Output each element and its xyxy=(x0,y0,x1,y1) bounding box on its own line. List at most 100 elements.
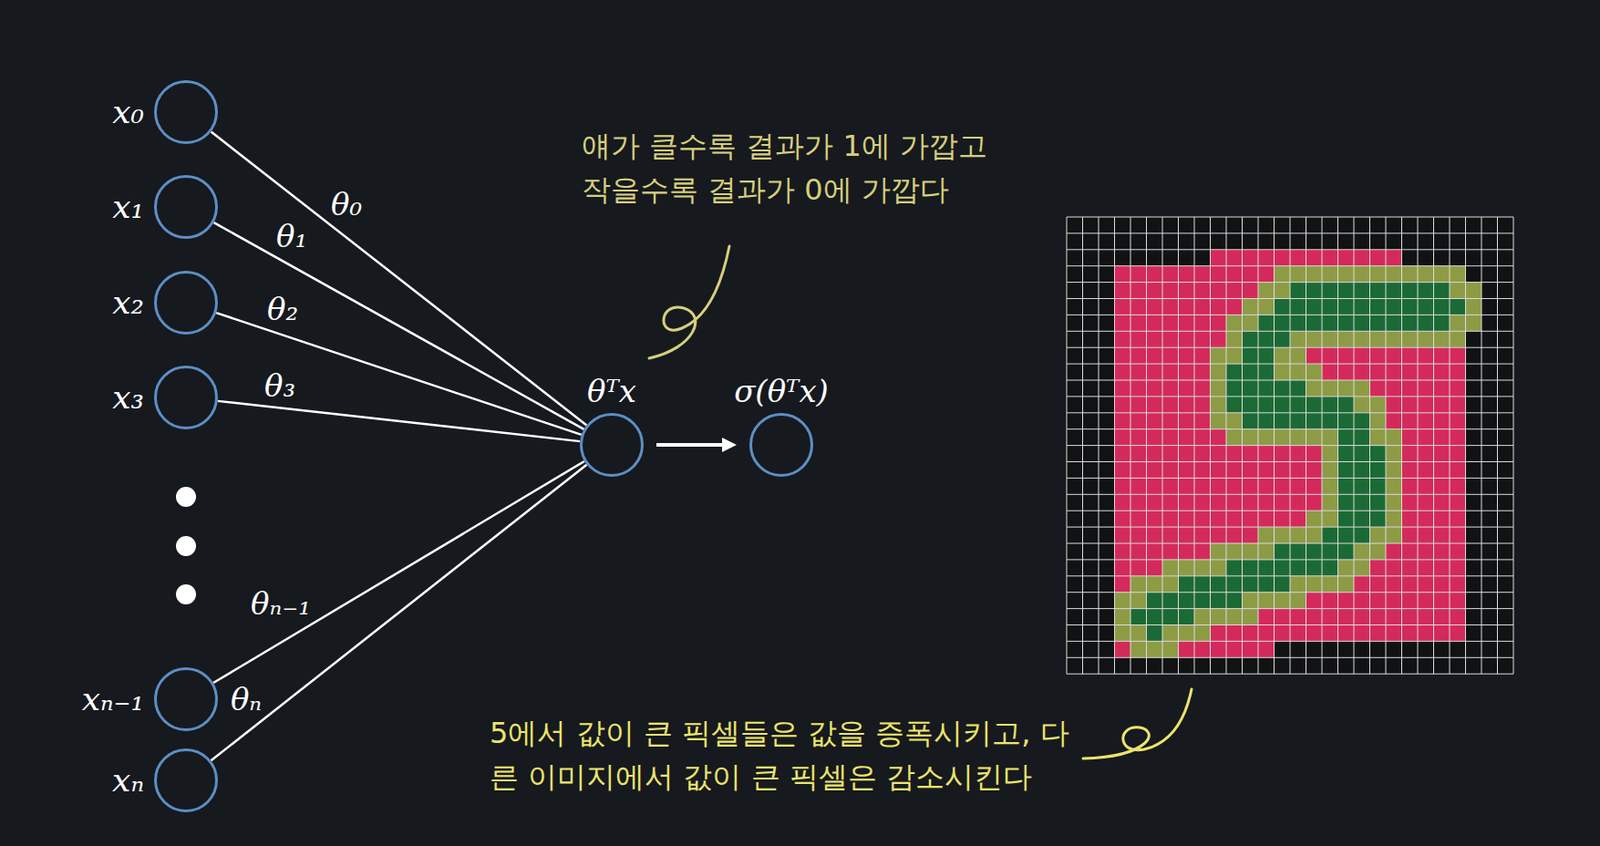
pixel xyxy=(1083,314,1100,331)
pixel xyxy=(1114,510,1132,527)
pixel xyxy=(1370,559,1387,577)
pixel xyxy=(1178,592,1196,610)
grid-line xyxy=(1417,216,1419,674)
pixel xyxy=(1066,380,1084,397)
pixel xyxy=(1210,314,1228,331)
pixel xyxy=(1290,396,1307,413)
pixel xyxy=(1242,233,1260,250)
pixel xyxy=(1210,347,1228,364)
pixel xyxy=(1066,462,1084,479)
pixel xyxy=(1066,396,1084,413)
pixel xyxy=(1194,299,1211,316)
pixel xyxy=(1434,233,1451,250)
pixel xyxy=(1290,282,1307,300)
pixel xyxy=(1083,299,1100,316)
pixel xyxy=(1306,657,1323,674)
pixel xyxy=(1083,445,1100,463)
pixel xyxy=(1434,625,1451,642)
pixel xyxy=(1385,625,1403,642)
pixel xyxy=(1434,592,1451,610)
pixel xyxy=(1210,559,1228,577)
pixel xyxy=(1226,396,1243,413)
pixel xyxy=(1226,412,1243,430)
pixel xyxy=(1098,233,1115,250)
output-neuron: σ(θᵀx) xyxy=(749,412,814,477)
pixel xyxy=(1370,625,1387,642)
leader-loop xyxy=(649,246,730,359)
pixel xyxy=(1402,609,1419,626)
pixel xyxy=(1226,216,1243,234)
pixel xyxy=(1481,299,1498,316)
pixel xyxy=(1402,314,1419,331)
pixel xyxy=(1162,249,1179,267)
pixel xyxy=(1402,233,1419,250)
pixel xyxy=(1258,330,1275,348)
pixel xyxy=(1066,625,1084,642)
pixel xyxy=(1226,494,1243,511)
pixel xyxy=(1465,216,1483,234)
pixel xyxy=(1306,299,1323,316)
pixel xyxy=(1385,380,1403,397)
pixel xyxy=(1258,543,1275,560)
pixel xyxy=(1146,266,1164,283)
pixel xyxy=(1481,314,1498,331)
pixel xyxy=(1226,429,1243,446)
pixel xyxy=(1338,249,1355,267)
weight-label: θ₁ xyxy=(276,220,308,252)
pixel xyxy=(1178,640,1196,658)
pixel xyxy=(1370,526,1387,544)
pixel xyxy=(1370,363,1387,381)
pixel xyxy=(1130,445,1147,463)
pixel xyxy=(1385,592,1403,610)
pixel xyxy=(1338,657,1355,674)
pixel xyxy=(1258,216,1275,234)
pixel xyxy=(1258,282,1275,300)
pixel xyxy=(1338,625,1355,642)
pixel xyxy=(1098,477,1115,495)
pixel xyxy=(1353,233,1371,250)
pixel xyxy=(1434,299,1451,316)
pixel xyxy=(1449,543,1466,560)
pixel xyxy=(1370,510,1387,527)
pixel xyxy=(1417,609,1435,626)
pixel xyxy=(1146,299,1164,316)
pixel xyxy=(1194,657,1211,674)
grid-line xyxy=(1066,444,1514,446)
pixel xyxy=(1066,330,1084,348)
pixel xyxy=(1353,314,1371,331)
pixel xyxy=(1258,559,1275,577)
pixel xyxy=(1210,396,1228,413)
pixel xyxy=(1465,494,1483,511)
pixel xyxy=(1258,640,1275,658)
input-neuron: x₁ xyxy=(154,175,218,239)
pixel xyxy=(1178,625,1196,642)
pixel xyxy=(1114,576,1132,593)
pixel xyxy=(1210,592,1228,610)
pixel xyxy=(1290,299,1307,316)
pixel xyxy=(1321,429,1339,446)
pixel xyxy=(1353,592,1371,610)
pixel xyxy=(1481,330,1498,348)
pixel xyxy=(1258,363,1275,381)
pixel xyxy=(1130,282,1147,300)
pixel xyxy=(1465,347,1483,364)
pixel xyxy=(1130,249,1147,267)
pixel xyxy=(1210,299,1228,316)
pixel xyxy=(1417,216,1435,234)
pixel xyxy=(1417,412,1435,430)
pixel xyxy=(1162,216,1179,234)
grid-line xyxy=(1066,673,1514,675)
pixel xyxy=(1066,429,1084,446)
pixel xyxy=(1146,216,1164,234)
pixel xyxy=(1146,249,1164,267)
pixel xyxy=(1338,412,1355,430)
pixel xyxy=(1194,559,1211,577)
pixel xyxy=(1114,330,1132,348)
pixel xyxy=(1098,576,1115,593)
pixel xyxy=(1465,233,1483,250)
pixel xyxy=(1321,412,1339,430)
pixel-grid xyxy=(1066,216,1514,674)
pixel xyxy=(1178,462,1196,479)
grid-line xyxy=(1066,640,1514,642)
pixel xyxy=(1210,494,1228,511)
